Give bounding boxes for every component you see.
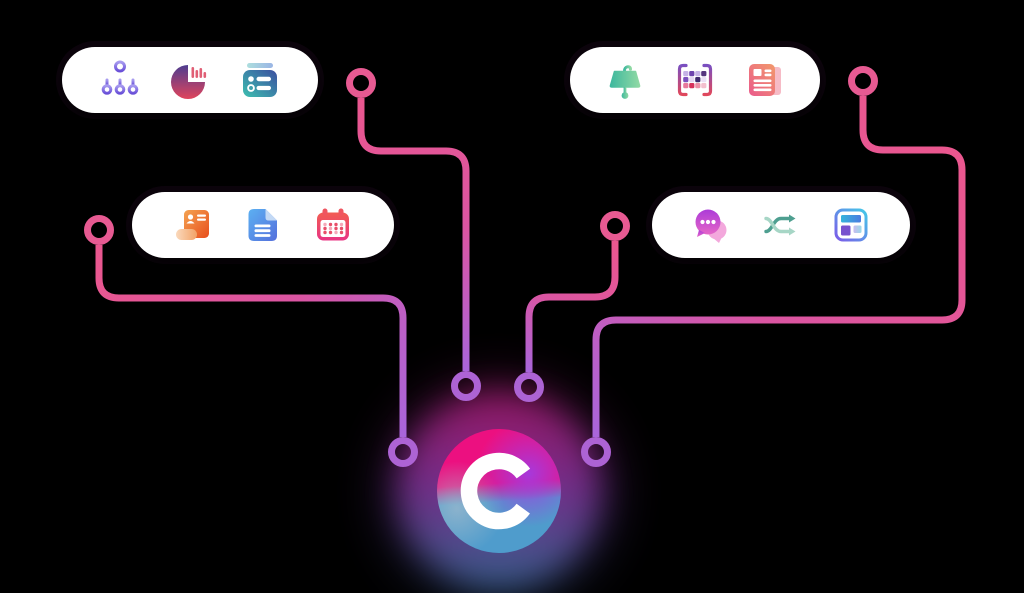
app-pill-mid-left [132, 192, 394, 258]
grid-palette-icon [677, 63, 713, 97]
app-logo: C [437, 429, 561, 553]
keynote-lectern-icon [609, 65, 641, 99]
app-pill-top-right [570, 47, 820, 113]
calendar-icon [317, 208, 349, 241]
hub-node-2 [451, 371, 481, 401]
hub-node-1 [388, 437, 418, 467]
hub-node-3 [514, 372, 544, 402]
endpoint-ring-mid-left [84, 215, 114, 245]
layout-icon [834, 208, 868, 242]
newspaper-icon [749, 64, 781, 96]
endpoint-ring-top-left [346, 68, 376, 98]
connector-top-right [592, 96, 966, 437]
chat-bubbles-icon [695, 209, 727, 243]
connector-mid-left [95, 245, 407, 437]
endpoint-ring-mid-right [600, 211, 630, 241]
id-card-icon [176, 210, 209, 240]
document-icon [248, 209, 277, 241]
app-pill-top-left [62, 47, 318, 113]
app-pill-mid-right [652, 192, 910, 258]
org-chart-icon [101, 60, 139, 95]
shuffle-icon [764, 214, 796, 236]
hub-node-4 [581, 437, 611, 467]
connector-mid-right [525, 241, 619, 372]
connector-top-left [357, 98, 470, 371]
logo-c-glyph [460, 452, 538, 530]
endpoint-ring-top-right [848, 66, 878, 96]
pie-chart-icon [171, 65, 207, 99]
list-card-icon [243, 63, 277, 97]
